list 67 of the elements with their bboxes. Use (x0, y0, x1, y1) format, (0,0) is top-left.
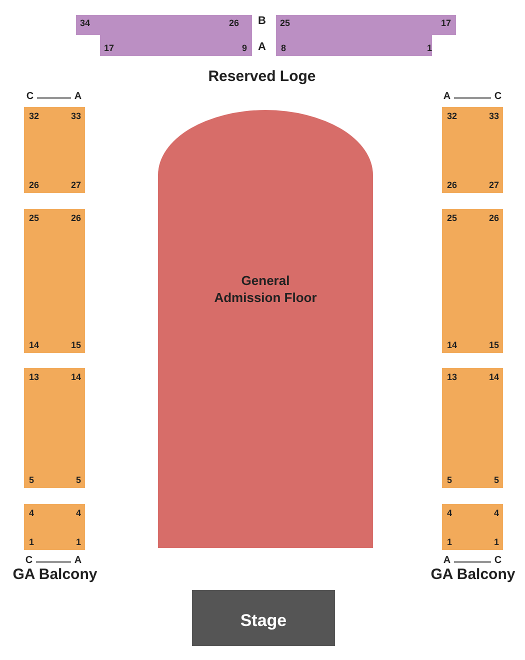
seat-number: 15 (70, 340, 81, 350)
seat-number: 26 (228, 18, 239, 28)
row-letter: A (257, 41, 267, 53)
seat-number: 14 (29, 340, 40, 350)
seat-number: 4 (447, 508, 452, 518)
seat-number: 27 (70, 180, 81, 190)
row-letter: B (257, 15, 267, 27)
seat-number: 14 (488, 372, 499, 382)
balcony-section (442, 107, 503, 193)
loge-section (76, 15, 252, 56)
seat-number: 33 (70, 111, 81, 121)
row-letter: C (24, 555, 34, 567)
balcony-section (24, 504, 85, 550)
area-label: General Admission Floor (213, 272, 318, 306)
seat-number: 17 (440, 18, 451, 28)
seat-number: 34 (80, 18, 90, 28)
seat-number: 26 (488, 213, 499, 223)
seat-number: 26 (447, 180, 458, 190)
seat-number: 1 (447, 537, 452, 547)
seat-number: 32 (447, 111, 458, 121)
seat-number: 14 (447, 340, 458, 350)
seat-number: 5 (447, 475, 452, 485)
row-letter: A (73, 91, 83, 103)
loge-section (276, 15, 456, 56)
seat-number: 5 (29, 475, 34, 485)
seat-number: 15 (488, 340, 499, 350)
seat-number: 4 (76, 508, 81, 518)
section-title: Reserved Loge (207, 67, 317, 86)
section-title: GA Balcony (430, 565, 516, 584)
seat-number: 25 (280, 18, 290, 28)
balcony-section (442, 504, 503, 550)
seat-number: 4 (29, 508, 34, 518)
row-letter: A (442, 555, 452, 567)
seat-number: 5 (76, 475, 81, 485)
seat-number: 33 (488, 111, 499, 121)
seat-number: 9 (242, 43, 247, 53)
row-letter: A (73, 555, 83, 567)
seat-number: 25 (29, 213, 40, 223)
seat-number: 14 (70, 372, 81, 382)
seat-number: 17 (104, 43, 114, 53)
seat-number: 1 (76, 537, 81, 547)
row-letter: C (25, 91, 35, 103)
row-letter: C (493, 91, 503, 103)
balcony-section (24, 209, 85, 353)
seat-number: 5 (494, 475, 499, 485)
floor-area (158, 110, 373, 548)
seat-number: 1 (426, 43, 432, 53)
section-title: GA Balcony (12, 565, 98, 584)
seat-number: 4 (494, 508, 499, 518)
seat-number: 13 (29, 372, 40, 382)
seat-number: 1 (29, 537, 34, 547)
stage (192, 590, 335, 646)
balcony-section (442, 368, 503, 488)
seat-number: 27 (488, 180, 499, 190)
seat-number: 26 (29, 180, 40, 190)
seat-number: 25 (447, 213, 458, 223)
seat-number: 13 (447, 372, 458, 382)
row-letter: C (493, 555, 503, 567)
balcony-section (24, 368, 85, 488)
row-letter: A (442, 91, 452, 103)
balcony-section (442, 209, 503, 353)
balcony-section (24, 107, 85, 193)
seat-number: 32 (29, 111, 40, 121)
seat-number: 1 (494, 537, 499, 547)
stage-label: Stage (239, 611, 288, 631)
seat-number: 8 (281, 43, 286, 53)
seat-number: 26 (70, 213, 81, 223)
